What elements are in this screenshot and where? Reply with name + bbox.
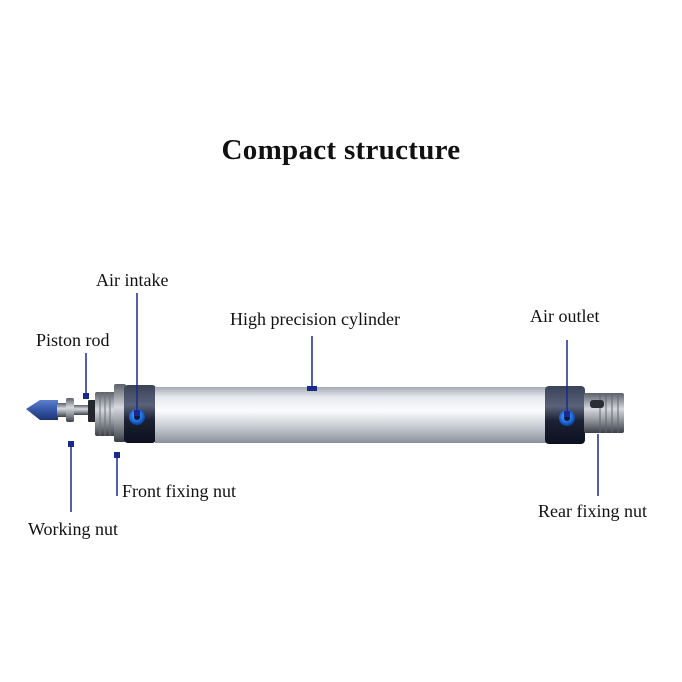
cylinder-barrel [155,387,547,443]
label-piston-rod: Piston rod [36,330,110,350]
label-air-outlet: Air outlet [530,306,600,326]
piston-rod-shape [26,398,96,422]
diagram-title: Compact structure [221,134,461,166]
label-front-fixing-nut: Front fixing nut [122,481,237,501]
label-rear-fixing-nut: Rear fixing nut [538,501,647,521]
rear-nut-shape [584,393,624,433]
label-working-nut: Working nut [28,519,119,539]
front-nut-shape [95,384,126,442]
label-cylinder: High precision cylinder [230,309,400,329]
leader-lines [68,293,599,512]
label-air-intake: Air intake [96,270,169,290]
